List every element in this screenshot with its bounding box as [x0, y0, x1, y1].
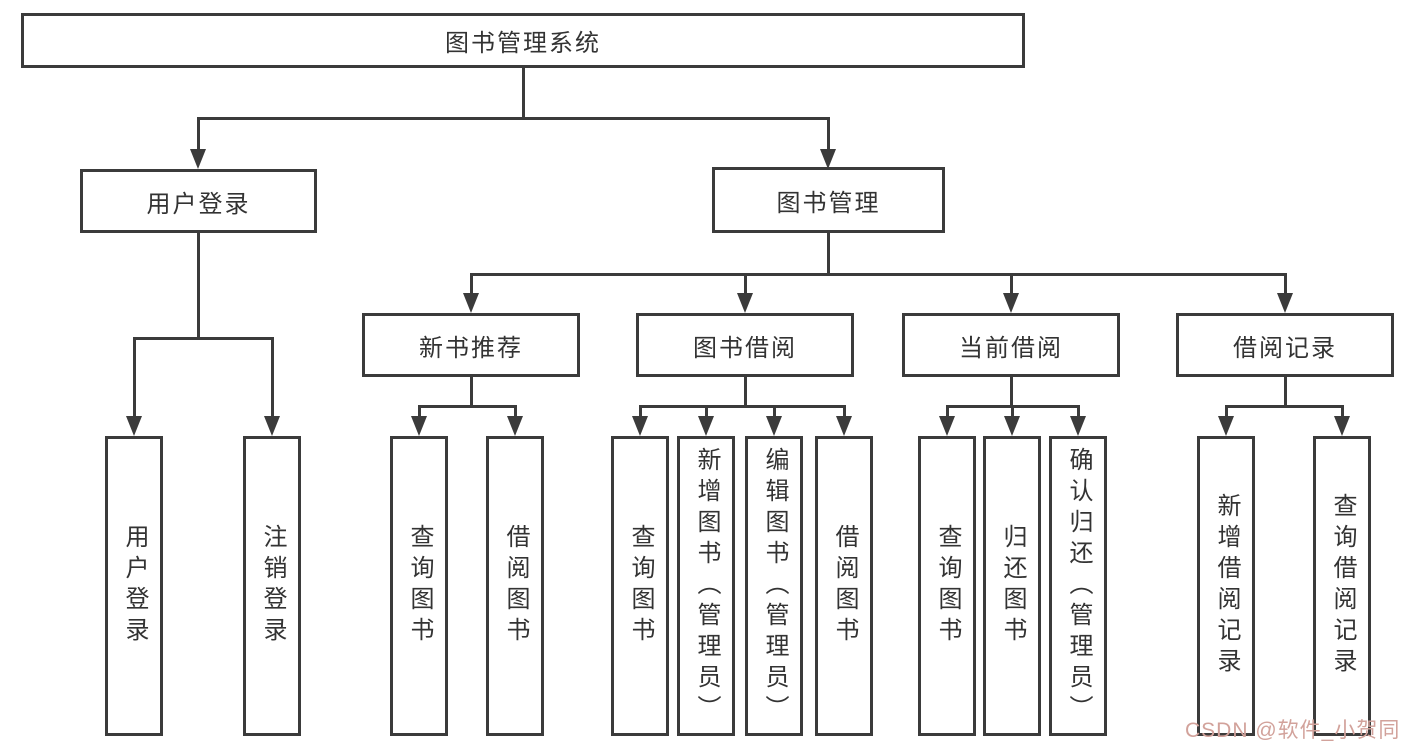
arrowhead-icon	[737, 293, 753, 313]
arrowhead-icon	[411, 416, 427, 436]
node-user-login: 用户登录	[80, 169, 317, 233]
arrowhead-icon	[463, 293, 479, 313]
connector-line	[132, 337, 274, 340]
arrowhead-icon	[190, 149, 206, 169]
connector-line	[513, 405, 517, 421]
node-current-borrow: 当前借阅	[902, 313, 1120, 377]
node-library-system: 图书管理系统	[21, 13, 1025, 68]
connector-line	[469, 377, 473, 408]
connector-line	[826, 117, 830, 155]
node-book-management: 图书管理	[712, 167, 945, 233]
connector-line	[638, 405, 642, 421]
connector-line	[945, 405, 949, 421]
connector-line	[704, 405, 708, 421]
node-borrow-record: 借阅记录	[1176, 313, 1394, 377]
connector-line	[196, 117, 830, 120]
connector-line	[1009, 377, 1013, 408]
arrowhead-icon	[126, 416, 142, 436]
connector-line	[826, 233, 830, 276]
leaf-logout-login: 注销登录	[243, 436, 301, 736]
connector-line	[469, 273, 473, 298]
connector-line	[743, 273, 747, 298]
leaf-return-book: 归还图书	[983, 436, 1041, 736]
arrowhead-icon	[507, 416, 523, 436]
node-new-book-recommend: 新书推荐	[362, 313, 580, 377]
node-book-borrow: 图书借阅	[636, 313, 854, 377]
connector-line	[1283, 377, 1287, 408]
leaf-add-book-admin: 新增图书（管理员）	[677, 436, 735, 736]
leaf-borrow-book-recommend: 借阅图书	[486, 436, 544, 736]
connector-line	[270, 337, 274, 421]
arrowhead-icon	[1004, 416, 1020, 436]
arrowhead-icon	[1334, 416, 1350, 436]
arrowhead-icon	[698, 416, 714, 436]
leaf-add-borrow-record: 新增借阅记录	[1197, 436, 1255, 736]
connector-line	[638, 405, 846, 408]
connector-line	[1340, 405, 1344, 421]
connector-line	[1283, 273, 1287, 298]
connector-line	[196, 117, 200, 155]
connector-line	[417, 405, 517, 408]
connector-line	[842, 405, 846, 421]
connector-line	[1009, 273, 1013, 298]
leaf-query-borrow-record: 查询借阅记录	[1313, 436, 1371, 736]
leaf-edit-book-admin: 编辑图书（管理员）	[745, 436, 803, 736]
connector-line	[772, 405, 776, 421]
connector-line	[743, 377, 747, 408]
leaf-query-book-recommend: 查询图书	[390, 436, 448, 736]
leaf-borrow-book: 借阅图书	[815, 436, 873, 736]
arrowhead-icon	[820, 149, 836, 169]
leaf-confirm-return-admin: 确认归还（管理员）	[1049, 436, 1107, 736]
connector-line	[132, 337, 136, 421]
arrowhead-icon	[836, 416, 852, 436]
arrowhead-icon	[1070, 416, 1086, 436]
connector-line	[1224, 405, 1228, 421]
leaf-query-book-borrow: 查询图书	[611, 436, 669, 736]
arrowhead-icon	[632, 416, 648, 436]
connector-line	[521, 68, 525, 120]
watermark: CSDN @软件_小贺同学	[1185, 719, 1401, 742]
arrowhead-icon	[264, 416, 280, 436]
arrowhead-icon	[1277, 293, 1293, 313]
connector-line	[417, 405, 421, 421]
arrowhead-icon	[1218, 416, 1234, 436]
connector-line	[1076, 405, 1080, 421]
arrowhead-icon	[766, 416, 782, 436]
arrowhead-icon	[1003, 293, 1019, 313]
leaf-user-login: 用户登录	[105, 436, 163, 736]
arrowhead-icon	[939, 416, 955, 436]
leaf-query-book-current: 查询图书	[918, 436, 976, 736]
connector-line	[1010, 405, 1014, 421]
connector-line	[469, 273, 1287, 276]
connector-line	[196, 233, 200, 340]
connector-line	[1224, 405, 1344, 408]
